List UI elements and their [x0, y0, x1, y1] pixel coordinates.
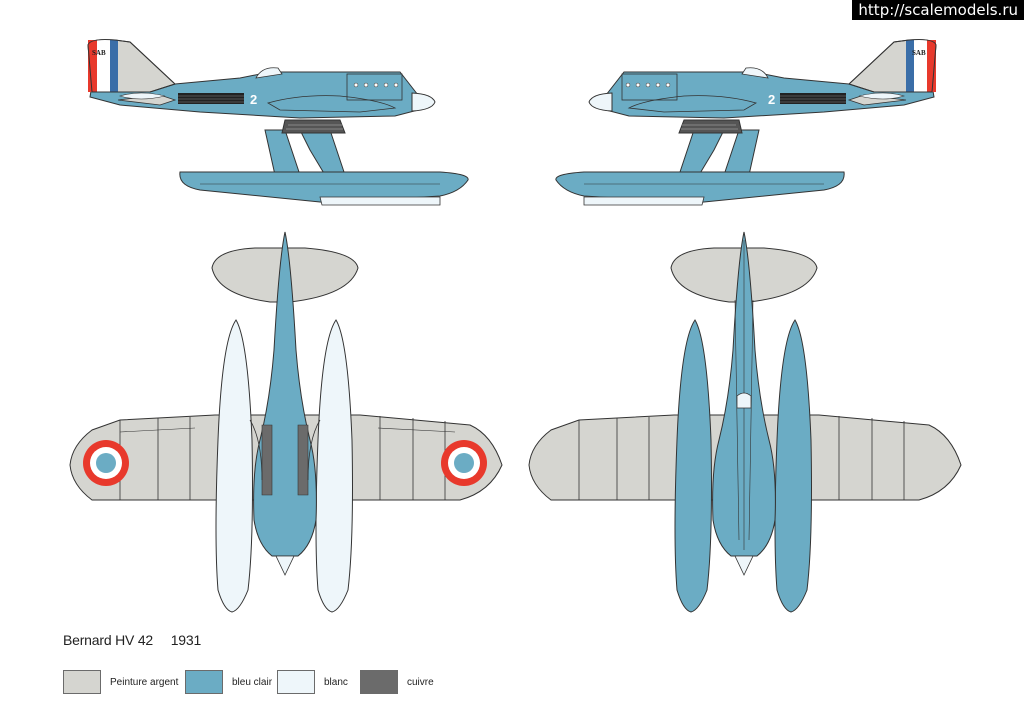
- tail-text-left: SAB: [92, 49, 106, 57]
- legend-swatch-blanc: [277, 670, 315, 694]
- legend-label-argent: Peinture argent: [110, 677, 179, 688]
- roundel-right: [441, 440, 487, 486]
- legend-label-blanc: blanc: [324, 677, 348, 688]
- legend-swatch-argent: [63, 670, 101, 694]
- watermark-url: http://scalemodels.ru: [852, 0, 1024, 20]
- race-number-right: 2: [768, 92, 775, 107]
- race-number-left: 2: [250, 92, 257, 107]
- aircraft-name: Bernard HV 42: [63, 632, 154, 648]
- legend-label-bleu-clair: bleu clair: [232, 677, 273, 688]
- roundel-left: [83, 440, 129, 486]
- top-view: [69, 231, 503, 613]
- aircraft-year: 1931: [170, 632, 202, 648]
- side-view-right: [555, 39, 937, 206]
- color-legend: Peinture argent bleu clair blanc cuivre: [63, 670, 963, 696]
- bottom-view: [528, 231, 962, 613]
- legend-swatch-cuivre: [360, 670, 398, 694]
- drawing-caption: Bernard HV 42 1931: [63, 632, 201, 648]
- tail-text-right: SAB: [912, 49, 926, 57]
- legend-label-cuivre: cuivre: [407, 677, 434, 688]
- side-view-left: [87, 39, 469, 206]
- legend-swatch-bleu-clair: [185, 670, 223, 694]
